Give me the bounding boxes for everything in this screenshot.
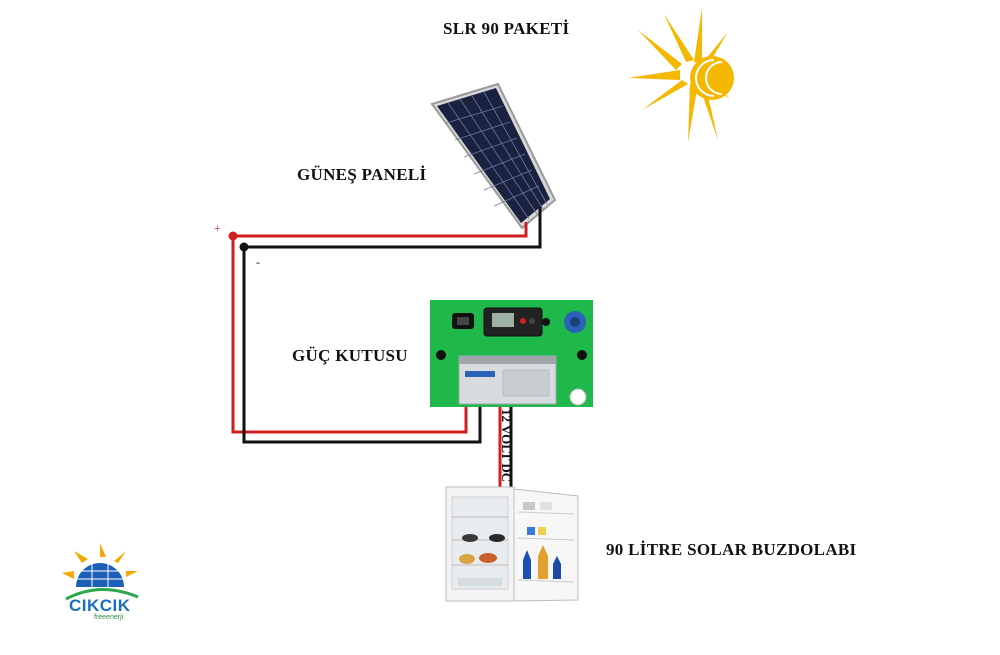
positive-sign: + [214,221,221,235]
refrigerator [445,486,579,602]
negative-wire [242,207,542,444]
power-box [430,300,593,407]
voltage-label: 12 VOLT DC [499,409,514,483]
solar-panel-label: GÜNEŞ PANELİ [297,165,427,184]
diagram-title: SLR 90 PAKETİ [443,19,570,38]
fridge-label: 90 LİTRE SOLAR BUZDOLABI [606,540,857,559]
negative-terminal [239,242,249,252]
logo-name: CIKCIK [69,596,131,615]
positive-wire [231,222,528,434]
output-wires [498,407,513,487]
sun-icon [628,8,734,142]
logo-tagline: freeenerji [94,614,124,621]
negative-sign: - [256,255,260,269]
solar-panel [430,82,557,230]
positive-terminal [228,231,238,241]
logo-icon [62,543,139,601]
power-box-label: GÜÇ KUTUSU [292,346,408,365]
